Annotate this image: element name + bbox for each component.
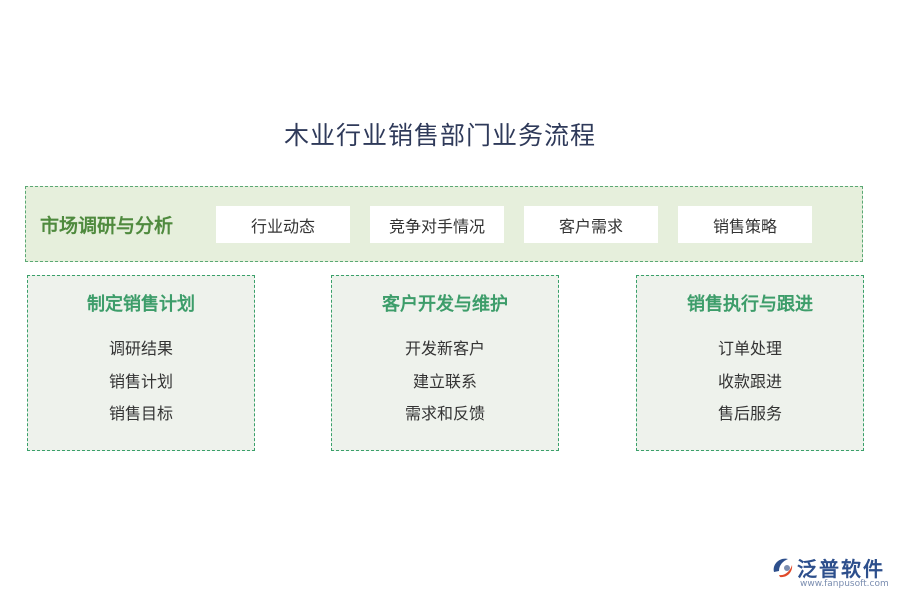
logo-url: www.fanpusoft.com — [800, 579, 889, 589]
process-box-item: 订单处理 — [717, 339, 782, 358]
process-box-item: 销售计划 — [108, 371, 173, 391]
process-box-item: 开发新客户 — [404, 339, 485, 358]
market-research-item: 销售策略 — [678, 206, 812, 243]
brand-logo: 泛普软件 www.fanpusoft.com — [770, 552, 894, 594]
process-box-title: 制定销售计划 — [87, 294, 195, 315]
process-box-title: 销售执行与跟进 — [687, 294, 813, 315]
process-box-item: 调研结果 — [108, 339, 173, 358]
diagram-title: 木业行业销售部门业务流程 — [283, 121, 596, 150]
process-box-customer-development: 客户开发与维护 开发新客户 建立联系 需求和反馈 — [331, 275, 559, 451]
market-research-item: 客户需求 — [524, 206, 658, 243]
process-box-item: 需求和反馈 — [404, 404, 485, 423]
process-box-sales-plan: 制定销售计划 调研结果 销售计划 销售目标 — [27, 275, 255, 451]
process-box-item: 建立联系 — [412, 371, 477, 391]
market-research-item: 行业动态 — [216, 206, 350, 243]
process-box-item: 销售目标 — [108, 404, 173, 423]
market-research-item: 竞争对手情况 — [370, 206, 504, 243]
fanpu-logo-icon — [773, 558, 793, 578]
process-box-sales-execution: 销售执行与跟进 订单处理 收款跟进 售后服务 — [636, 275, 864, 451]
market-research-label: 市场调研与分析 — [40, 215, 174, 237]
process-box-title: 客户开发与维护 — [382, 294, 508, 315]
logo-name: 泛普软件 — [797, 557, 885, 581]
market-research-band: 市场调研与分析 行业动态 竞争对手情况 客户需求 销售策略 — [25, 186, 863, 262]
process-box-item: 收款跟进 — [717, 371, 782, 391]
process-box-item: 售后服务 — [717, 404, 782, 423]
